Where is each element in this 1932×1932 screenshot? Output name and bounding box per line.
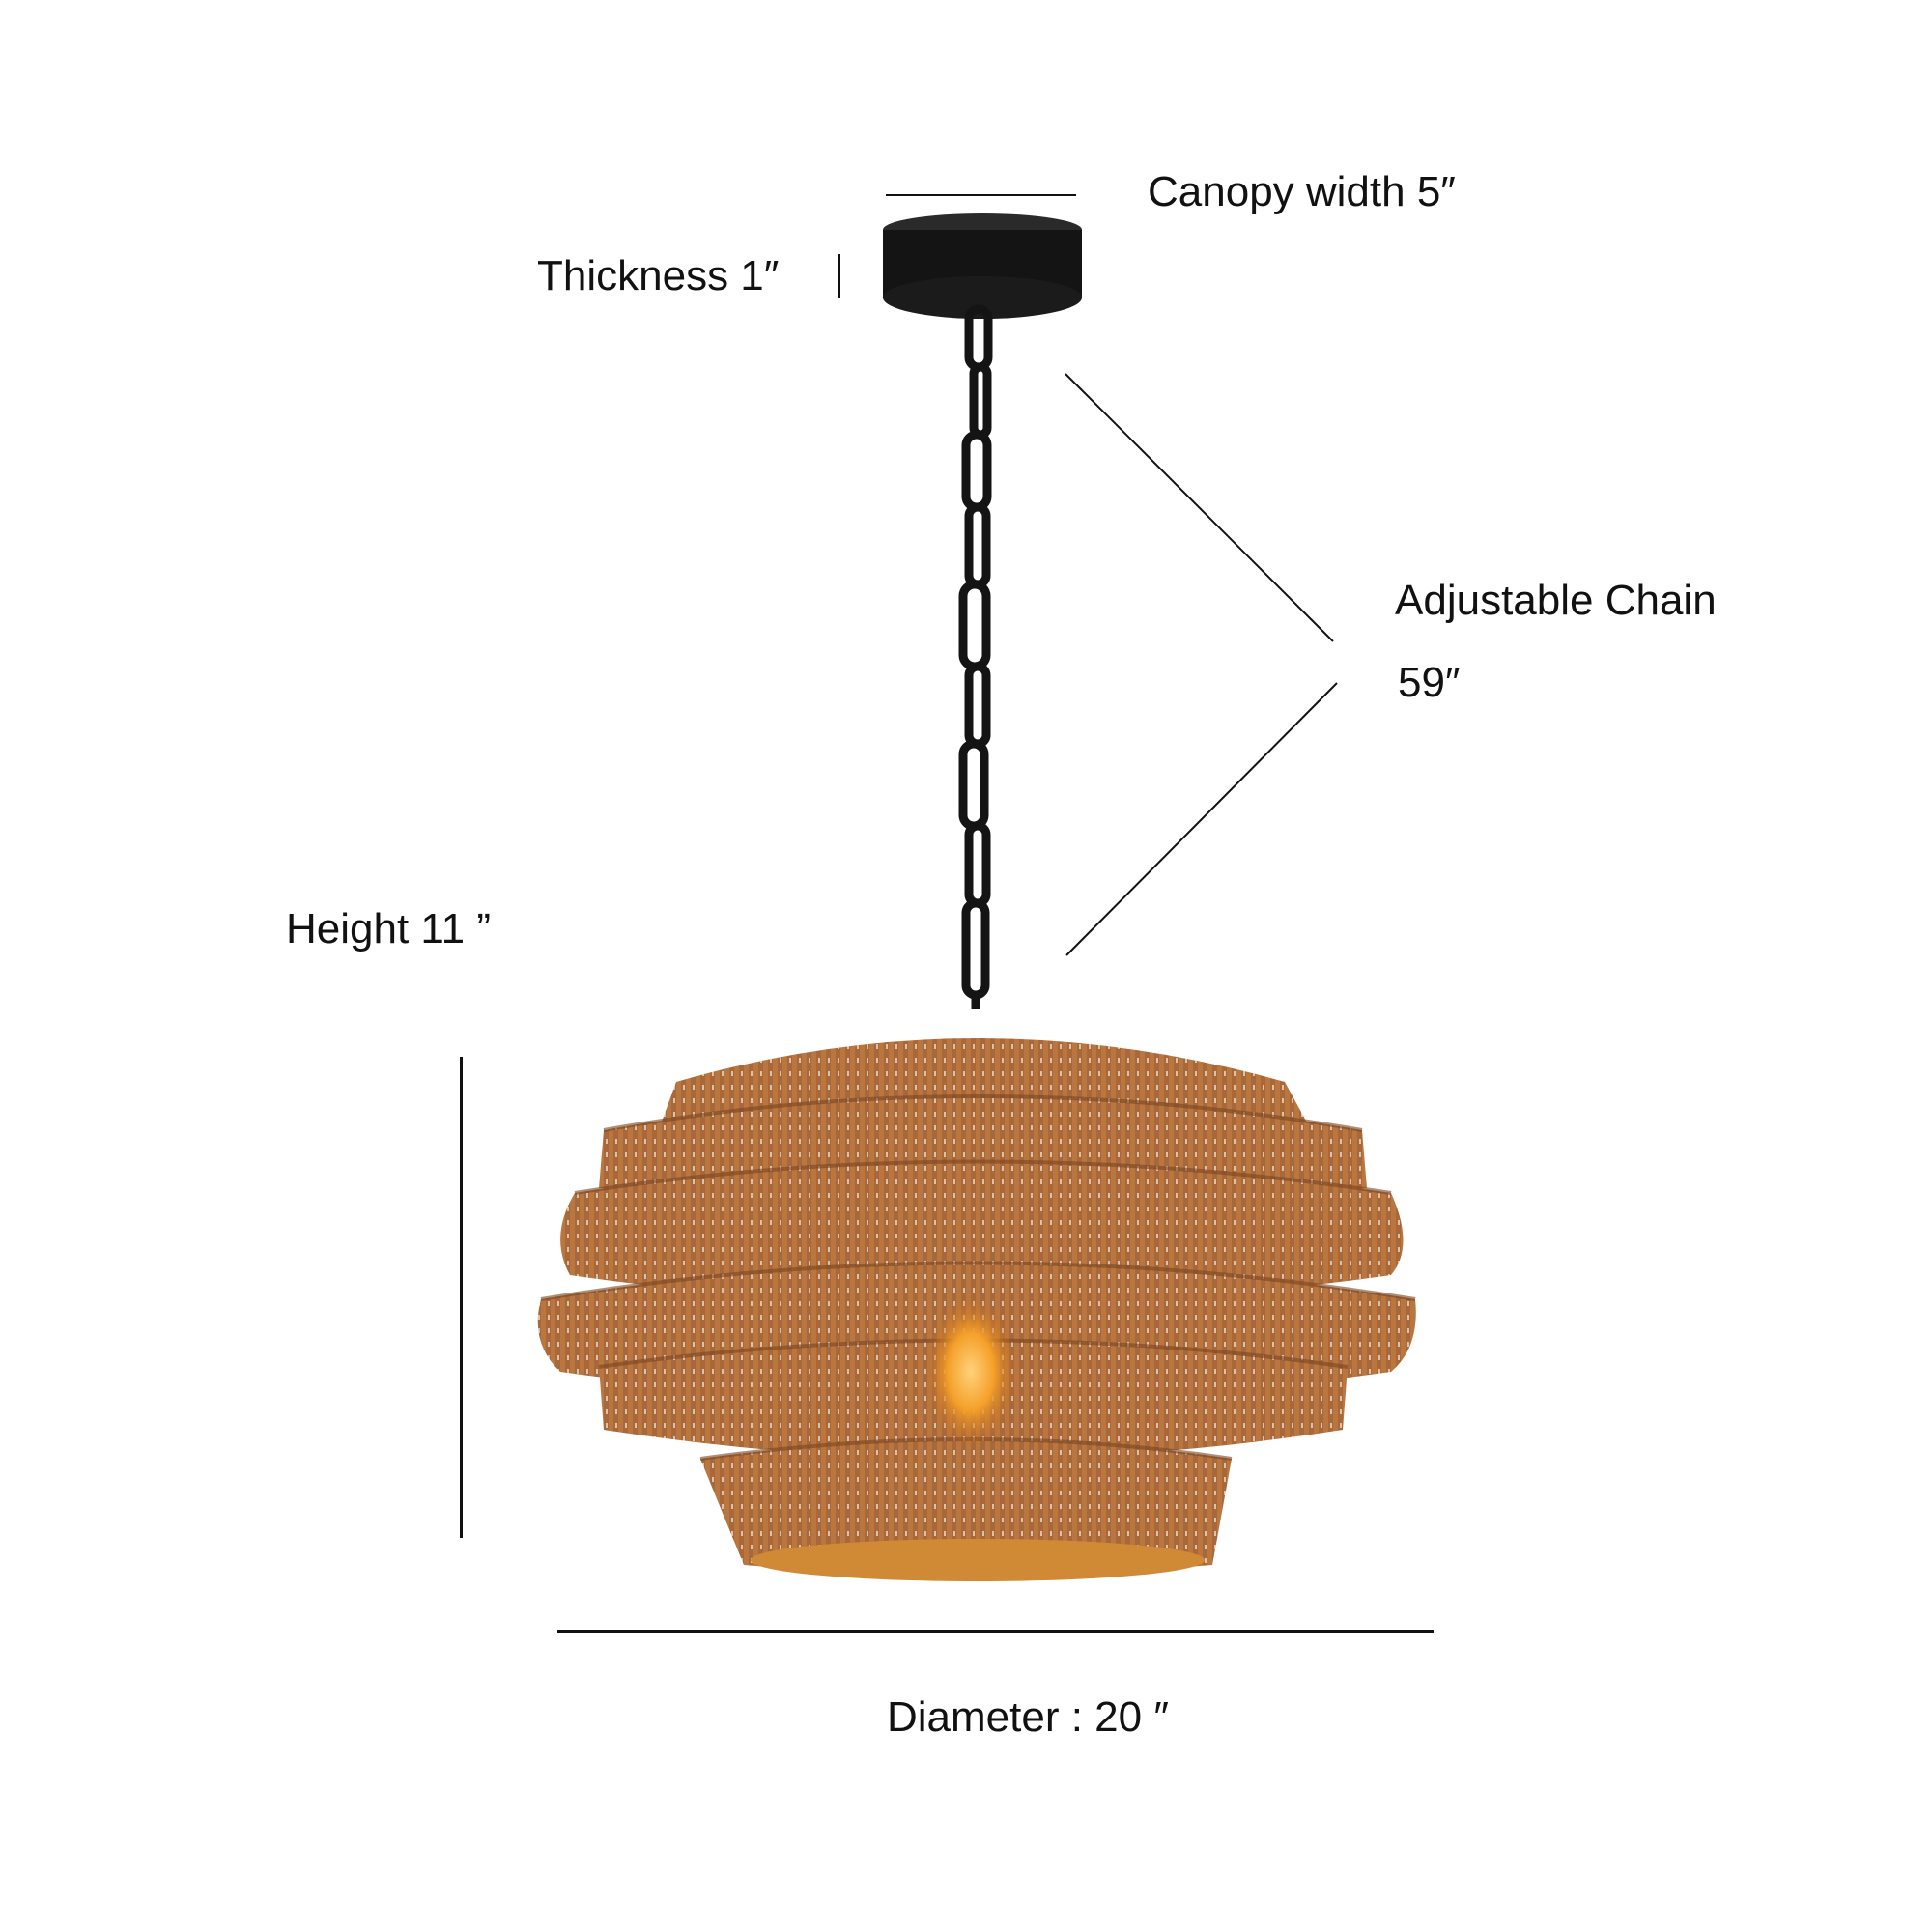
height-label: Height 11 ” xyxy=(286,905,491,952)
chain-length-label: 59″ xyxy=(1398,659,1461,706)
adjustable-chain xyxy=(958,304,993,1009)
ceiling-canopy xyxy=(883,213,1082,319)
height-line xyxy=(460,1057,463,1538)
canopy-width-label: Canopy width 5″ xyxy=(1148,168,1456,215)
chain-pointer-lines xyxy=(1065,373,1338,956)
thickness-label: Thickness 1″ xyxy=(537,252,780,299)
diameter-line xyxy=(557,1630,1434,1633)
rattan-shade xyxy=(537,1038,1416,1581)
diameter-label: Diameter : 20 ″ xyxy=(887,1693,1169,1741)
thickness-line xyxy=(838,254,840,298)
bulb-glow xyxy=(924,1294,1017,1449)
adjustable-chain-label: Adjustable Chain xyxy=(1395,577,1717,624)
canopy-width-line xyxy=(886,194,1076,196)
